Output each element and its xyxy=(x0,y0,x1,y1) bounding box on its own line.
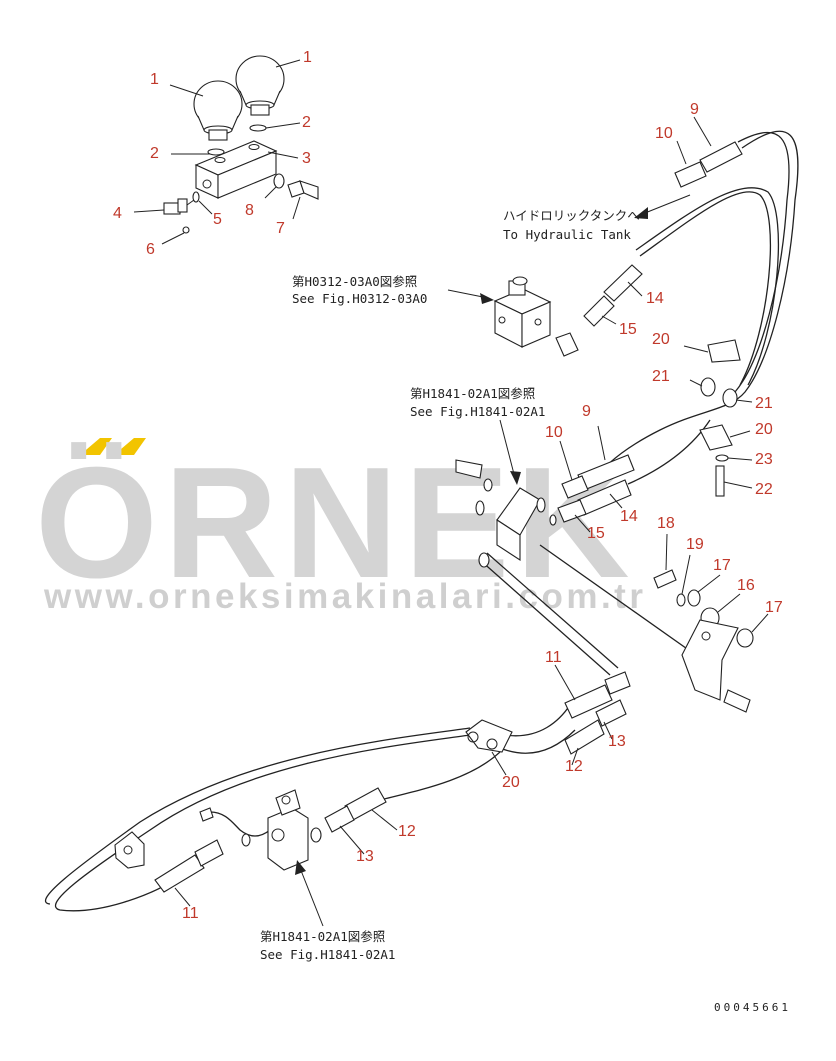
note-h1841-top-en: See Fig.H1841-02A1 xyxy=(410,404,545,419)
washer-17-top xyxy=(687,589,701,607)
fitting-10-middle xyxy=(561,475,589,499)
clamp-20-bottom xyxy=(699,424,733,451)
watermark-brand: ÖRNEK xyxy=(35,435,636,611)
callout-22: 22 xyxy=(755,481,773,498)
hose-12-right xyxy=(564,719,605,755)
fitting-4 xyxy=(163,198,195,215)
callout-2-left: 2 xyxy=(150,145,159,162)
callout-18: 18 xyxy=(657,515,675,532)
o-ring-2-right xyxy=(249,124,267,132)
callout-23: 23 xyxy=(755,451,773,468)
washer-8 xyxy=(273,173,285,189)
mounting-block xyxy=(194,140,278,199)
fittings xyxy=(114,141,754,893)
clamp-20-lower xyxy=(465,719,513,753)
fitting-15-middle xyxy=(557,499,587,523)
hose-9-top xyxy=(674,141,743,188)
clamp-20-top xyxy=(707,339,741,363)
note-tank-jp: ハイドロリックタンクへ xyxy=(503,208,640,223)
callout-10-top: 10 xyxy=(655,125,673,142)
bolt-7 xyxy=(287,180,319,200)
watermark: ÖRNEK www.orneksimakinalari.com.tr xyxy=(35,435,646,616)
callout-15-middle: 15 xyxy=(587,525,605,542)
fitting-11-lower xyxy=(194,839,224,867)
callout-11-right: 11 xyxy=(545,649,562,666)
bolt-22 xyxy=(715,465,725,497)
middle-valve xyxy=(455,459,557,568)
callout-20-right: 20 xyxy=(755,421,773,438)
hoses xyxy=(44,130,799,912)
o-ring-lower xyxy=(310,827,322,843)
callout-16: 16 xyxy=(737,577,755,594)
callout-20-top: 20 xyxy=(652,331,670,348)
callout-20-lower: 20 xyxy=(502,774,520,791)
callouts: 1 1 2 2 3 4 5 6 7 8 9 10 14 15 20 21 21 … xyxy=(113,49,783,922)
washer-17-right xyxy=(736,628,754,648)
valve-block xyxy=(493,276,579,357)
note-tank-en: To Hydraulic Tank xyxy=(503,227,631,242)
document-number: 00045661 xyxy=(714,1001,791,1014)
callout-21-right: 21 xyxy=(755,395,773,412)
callout-1-left: 1 xyxy=(150,71,159,88)
bracket-bolt xyxy=(723,689,751,713)
watermark-accent-right xyxy=(114,438,146,455)
callout-1-right: 1 xyxy=(303,49,312,66)
callout-14-top: 14 xyxy=(646,290,664,307)
callout-10-middle: 10 xyxy=(545,424,563,441)
reference-notes: ハイドロリックタンクへ To Hydraulic Tank 第H0312-03A… xyxy=(260,208,640,962)
clamp-left xyxy=(114,831,145,869)
callout-7: 7 xyxy=(276,220,285,237)
callout-8: 8 xyxy=(245,202,254,219)
bolt-18 xyxy=(653,569,677,589)
note-h0312-en: See Fig.H0312-03A0 xyxy=(292,291,427,306)
callout-6: 6 xyxy=(146,241,155,258)
callout-17-top: 17 xyxy=(713,557,731,574)
o-ring-2-left xyxy=(207,148,225,156)
callout-17-right: 17 xyxy=(765,599,783,616)
callout-15-top: 15 xyxy=(619,321,637,338)
callout-11-lower: 11 xyxy=(182,905,199,922)
callout-13-right: 13 xyxy=(608,733,626,750)
note-h1841-bot-jp: 第H1841-02A1図参照 xyxy=(260,929,385,944)
callout-12-right: 12 xyxy=(565,758,583,775)
callout-2-right: 2 xyxy=(302,114,311,131)
callout-14-middle: 14 xyxy=(620,508,638,525)
callout-9-middle: 9 xyxy=(582,403,591,420)
callout-13-lower: 13 xyxy=(356,848,374,865)
hose-11-lower xyxy=(154,854,205,893)
accumulator-right xyxy=(235,55,285,116)
lower-valve xyxy=(199,789,309,871)
accumulator-assembly xyxy=(163,55,319,234)
note-h0312-jp: 第H0312-03A0図参照 xyxy=(292,274,417,289)
fitting-13-lower xyxy=(324,805,355,833)
fitting-13-right xyxy=(595,699,627,727)
callout-21-left: 21 xyxy=(652,368,670,385)
o-ring-5 xyxy=(192,191,200,203)
callout-4: 4 xyxy=(113,205,122,222)
washer-19 xyxy=(676,593,686,607)
hose-14-top xyxy=(583,264,643,327)
bracket-plate xyxy=(681,619,739,701)
watermark-accent-left xyxy=(80,438,112,455)
watermark-url: www.orneksimakinalari.com.tr xyxy=(43,577,646,616)
arrows xyxy=(295,194,691,927)
accumulator-left xyxy=(193,80,243,141)
callout-12-lower: 12 xyxy=(398,823,416,840)
leader-lines xyxy=(133,59,769,907)
grommet-21-a xyxy=(700,377,716,397)
note-h1841-top-jp: 第H1841-02A1図参照 xyxy=(410,386,535,401)
callout-9-top: 9 xyxy=(690,101,699,118)
callout-19: 19 xyxy=(686,536,704,553)
callout-5: 5 xyxy=(213,211,222,228)
callout-3: 3 xyxy=(302,150,311,167)
washer-23 xyxy=(715,454,729,462)
fitting-11-right xyxy=(604,671,631,695)
note-h1841-bot-en: See Fig.H1841-02A1 xyxy=(260,947,395,962)
plug-6 xyxy=(182,226,190,234)
grommet-21-b xyxy=(722,388,738,408)
hose-11-right xyxy=(564,684,613,719)
